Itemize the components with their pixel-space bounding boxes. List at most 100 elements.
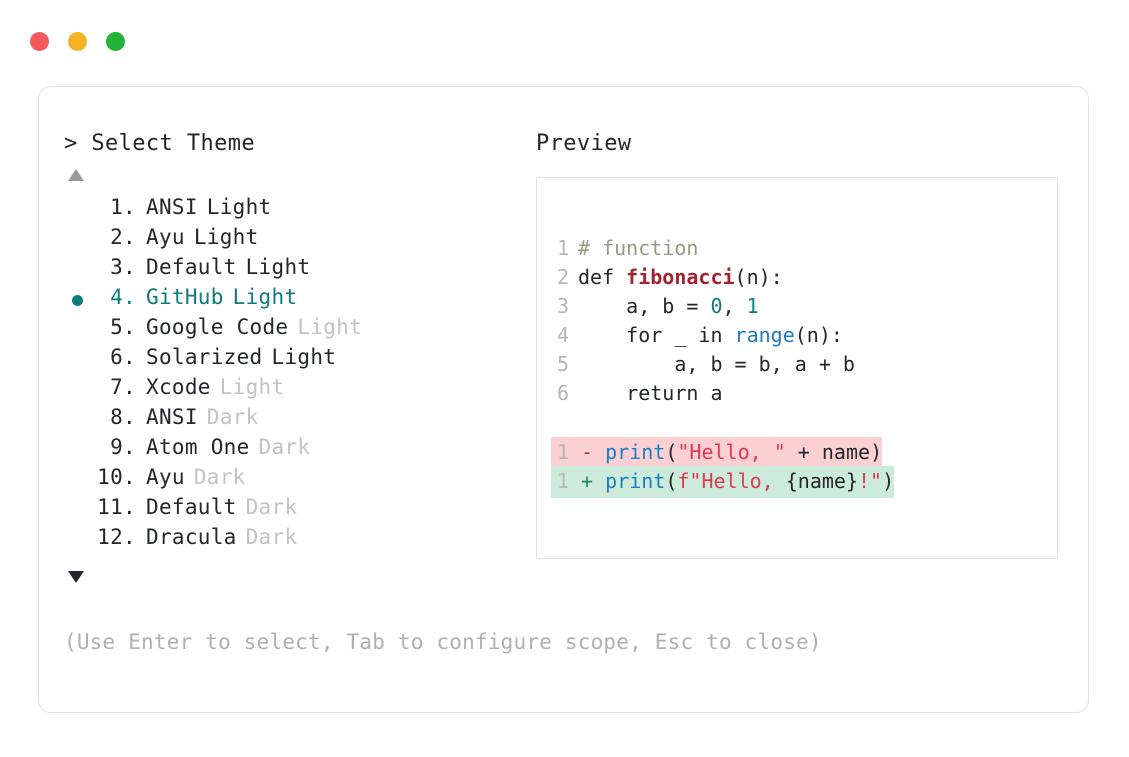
theme-item-name: Xcode xyxy=(146,375,211,399)
code-token: ) xyxy=(870,440,883,464)
theme-item-name: Default xyxy=(146,255,237,279)
theme-item-number: 1. xyxy=(110,195,136,219)
code-spacer xyxy=(551,408,1057,437)
code-token: (n): xyxy=(794,323,843,347)
theme-list-item[interactable]: 8. ANSI Dark xyxy=(64,405,534,435)
page-title: > Select Theme xyxy=(64,133,534,155)
theme-item-number: 6. xyxy=(110,345,136,369)
code-token: , xyxy=(722,294,747,318)
theme-item-name: Ayu xyxy=(146,225,185,249)
code-token: return a xyxy=(578,381,723,405)
code-token: ( xyxy=(665,440,678,464)
theme-item-number: 4. xyxy=(110,285,136,309)
selected-bullet-icon xyxy=(71,294,83,306)
selection-indicator-cell xyxy=(64,195,90,225)
theme-item-number: 9. xyxy=(110,435,136,459)
selection-indicator-cell xyxy=(64,285,90,315)
minimize-button[interactable] xyxy=(68,32,87,51)
maximize-button[interactable] xyxy=(106,32,125,51)
window-traffic-lights xyxy=(30,32,125,51)
diff-highlight: 1 + print(f"Hello, {name}!") xyxy=(551,466,895,498)
code-token: for _ in xyxy=(578,323,735,347)
prompt-symbol: > xyxy=(64,131,78,156)
theme-item-variant: Light xyxy=(219,375,285,399)
diff-highlight: 1 - print("Hello, " + name) xyxy=(551,437,883,469)
keyboard-hint: (Use Enter to select, Tab to configure s… xyxy=(64,630,822,654)
theme-item-number: 8. xyxy=(110,405,136,429)
theme-item-name: Google Code xyxy=(146,315,289,339)
theme-item-name: Default xyxy=(146,495,237,519)
theme-item-name: ANSI xyxy=(146,195,198,219)
code-token: 1 xyxy=(746,294,759,318)
line-number: 4 xyxy=(556,323,569,347)
prompt-label: Select Theme xyxy=(91,131,256,156)
theme-item-variant: Dark xyxy=(258,435,311,459)
code-line-content: # function xyxy=(569,236,698,260)
theme-item-number: 10. xyxy=(97,465,136,489)
diff-line-add: 1 + print(f"Hello, {name}!") xyxy=(551,466,1057,498)
code-line-content: def fibonacci(n): xyxy=(569,265,783,289)
theme-list-item[interactable]: 5. Google Code Light xyxy=(64,315,534,345)
line-number: 6 xyxy=(556,381,569,405)
theme-item-variant: Light xyxy=(232,285,298,309)
theme-item-variant: Light xyxy=(297,315,363,339)
selection-indicator-cell xyxy=(64,435,90,465)
code-token: "Hello, " xyxy=(677,440,786,464)
line-number: 2 xyxy=(556,265,569,289)
preview-title: Preview xyxy=(536,131,632,156)
theme-item-number: 7. xyxy=(110,375,136,399)
line-number: 1 xyxy=(556,469,569,493)
theme-item-name: Solarized xyxy=(146,345,263,369)
code-line-content: for _ in range(n): xyxy=(569,323,843,347)
code-token: fibonacci xyxy=(626,265,735,289)
theme-item-variant: Dark xyxy=(206,405,259,429)
code-token: ( xyxy=(665,469,678,493)
theme-item-variant: Dark xyxy=(193,465,246,489)
line-number: 3 xyxy=(556,294,569,318)
theme-list-item[interactable]: 11. Default Dark xyxy=(64,495,534,525)
theme-list-item[interactable]: 7. Xcode Light xyxy=(64,375,534,405)
code-line: 6 return a xyxy=(551,379,1057,408)
theme-item-number: 3. xyxy=(110,255,136,279)
theme-item-number: 12. xyxy=(97,525,136,549)
code-line-content: return a xyxy=(569,381,723,405)
code-line-content: a, b = b, a + b xyxy=(569,352,855,376)
code-token: ) xyxy=(882,469,895,493)
code-token: !" xyxy=(858,469,883,493)
triangle-up-icon[interactable] xyxy=(68,169,84,181)
theme-item-number: 5. xyxy=(110,315,136,339)
selection-indicator-cell xyxy=(64,255,90,285)
close-button[interactable] xyxy=(30,32,49,51)
code-line: 4 for _ in range(n): xyxy=(551,321,1057,350)
code-token: # function xyxy=(578,236,699,260)
theme-item-name: ANSI xyxy=(146,405,198,429)
code-line-content: a, b = 0, 1 xyxy=(569,294,759,318)
triangle-down-icon[interactable] xyxy=(68,571,84,583)
code-token: print xyxy=(605,469,666,493)
line-number: 1 xyxy=(556,236,569,260)
theme-item-variant: Dark xyxy=(245,525,298,549)
theme-item-number: 11. xyxy=(97,495,136,519)
theme-item-variant: Light xyxy=(245,255,311,279)
selection-indicator-cell xyxy=(64,375,90,405)
theme-item-variant: Light xyxy=(193,225,259,249)
selection-indicator-cell xyxy=(64,495,90,525)
selection-indicator-cell xyxy=(64,225,90,255)
code-line: 3 a, b = 0, 1 xyxy=(551,292,1057,321)
code-line: 5 a, b = b, a + b xyxy=(551,350,1057,379)
theme-item-variant: Dark xyxy=(245,495,298,519)
theme-list-item[interactable]: 3. Default Light xyxy=(64,255,534,285)
code-token: {name} xyxy=(785,469,859,493)
